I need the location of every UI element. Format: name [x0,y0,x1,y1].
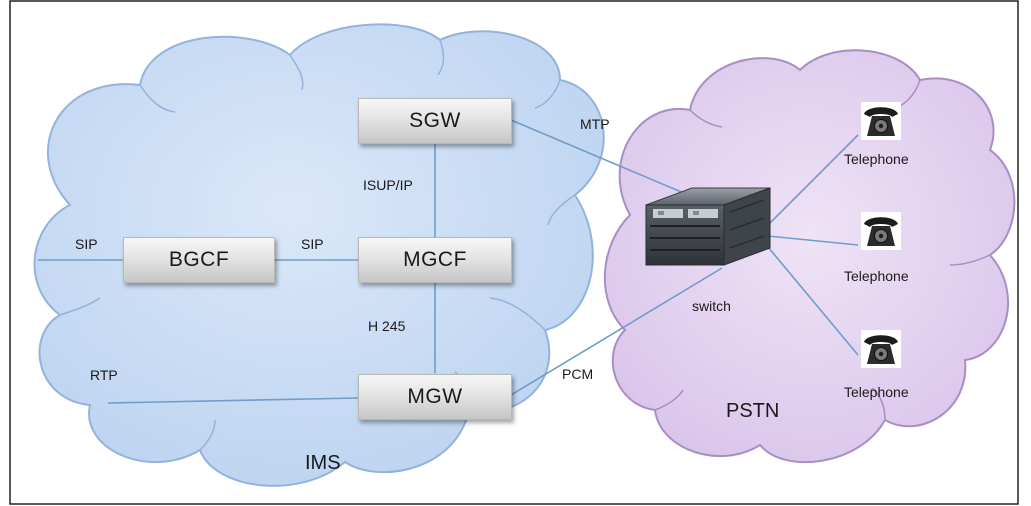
rtp-label: RTP [90,367,118,383]
figure-border [9,0,1019,505]
mgw-node: MGW [358,374,512,420]
ims-title: IMS [305,452,341,474]
sip-in-label: SIP [75,236,98,252]
ims-cloud-detail [489,297,546,331]
link-mtp [510,119,713,206]
ims-cloud-detail [437,39,445,76]
h245-label: H 245 [368,318,406,334]
link-rtp [107,397,359,404]
telephone-icon [861,330,901,368]
pstn-cloud-detail [689,109,723,128]
mtp-label: MTP [580,116,610,132]
link-pcm [510,267,723,396]
switch-icon [645,187,771,266]
ims-cloud-detail [289,54,304,91]
ims-cloud-detail [534,79,561,109]
link-phone-3 [767,246,859,356]
telephone-label: Telephone [844,384,909,400]
ims-cloud-detail [59,297,101,316]
switch-label: switch [692,298,731,314]
ims-cloud-detail [139,84,176,113]
ims-cloud-detail [199,419,216,451]
sip-bgcf-mgcf-label: SIP [301,236,324,252]
pstn-title: PSTN [726,400,780,422]
pstn-cloud [604,49,1016,464]
isup-ip-label: ISUP/IP [363,177,413,193]
link-phone-1 [767,134,859,226]
telephone-label: Telephone [844,151,909,167]
ims-cloud [33,23,605,487]
link-phone-2 [767,235,859,246]
pstn-cloud-detail [949,254,991,266]
pstn-cloud-detail [654,389,684,411]
telephone-label: Telephone [844,268,909,284]
telephone-icon [861,212,901,250]
pcm-label: PCM [562,366,594,382]
ims-cloud-detail [547,194,576,226]
bgcf-node: BGCF [123,237,275,283]
pstn-cloud-detail [871,387,886,421]
telephone-icon [861,102,901,140]
sgw-node: SGW [358,98,512,144]
mgcf-node: MGCF [358,237,512,283]
